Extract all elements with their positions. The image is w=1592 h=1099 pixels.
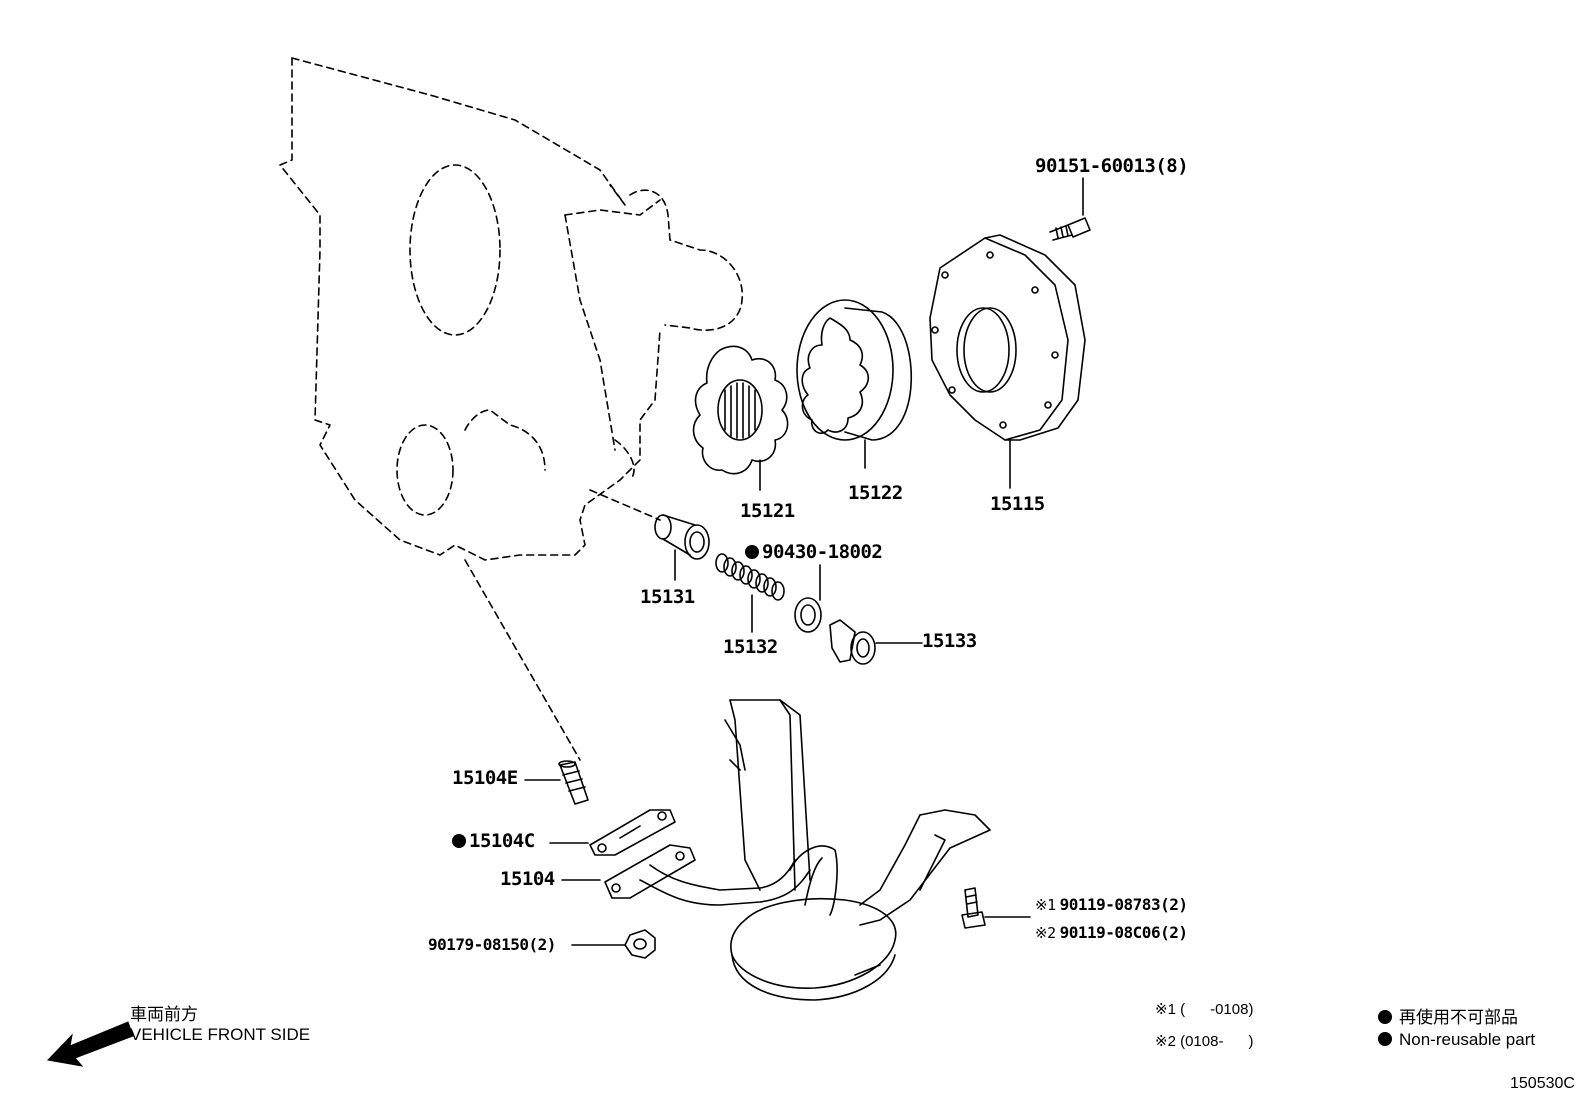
label-15104C: 15104C [452, 830, 535, 852]
non-reusable-dot-icon [745, 545, 759, 559]
inner-rotor-15121 [692, 345, 789, 475]
arrow-left-down-icon [46, 1021, 134, 1067]
filled-dot-icon [1378, 1010, 1392, 1024]
legend-en: Non-reusable part [1378, 1030, 1535, 1050]
direction-jp: 車両前方 [130, 1005, 198, 1024]
direction-en: VEHICLE FRONT SIDE [130, 1025, 311, 1044]
note-1: ※1 ( -0108) [1155, 1001, 1254, 1018]
nut-90179 [624, 929, 656, 959]
label-15132: 15132 [723, 636, 778, 658]
label-90151: 90151-60013(8) [1035, 155, 1189, 177]
bolt-90151 [1049, 217, 1091, 241]
filled-dot-icon [1378, 1032, 1392, 1046]
note-2: ※2 (0108- ) [1155, 1033, 1254, 1050]
relief-valve-15131 [654, 514, 710, 560]
engine-block-outline [279, 57, 744, 761]
label-90430: 90430-18002 [745, 541, 883, 563]
spring-15132 [715, 553, 785, 601]
label-15133: 15133 [922, 630, 977, 652]
gasket-15104C [589, 809, 676, 856]
label-15122: 15122 [848, 482, 903, 504]
label-15115: 15115 [990, 493, 1045, 515]
label-15104E: 15104E [452, 767, 518, 789]
bolt-90119 [961, 887, 986, 929]
stud-15104E [558, 760, 589, 805]
plug-15133 [829, 619, 876, 665]
figure-id: 150530C [1510, 1075, 1575, 1092]
pump-cover-15115 [929, 234, 1086, 441]
label-15121: 15121 [740, 500, 795, 522]
gasket-90430 [794, 597, 822, 633]
label-90179: 90179-08150(2) [428, 935, 556, 954]
legend-jp: 再使用不可部品 [1378, 1003, 1518, 1028]
label-15131: 15131 [640, 586, 695, 608]
non-reusable-dot-icon [452, 834, 466, 848]
oil-strainer-15104 [604, 699, 991, 1001]
label-15104: 15104 [500, 868, 555, 890]
outer-rotor-15122 [796, 299, 913, 441]
